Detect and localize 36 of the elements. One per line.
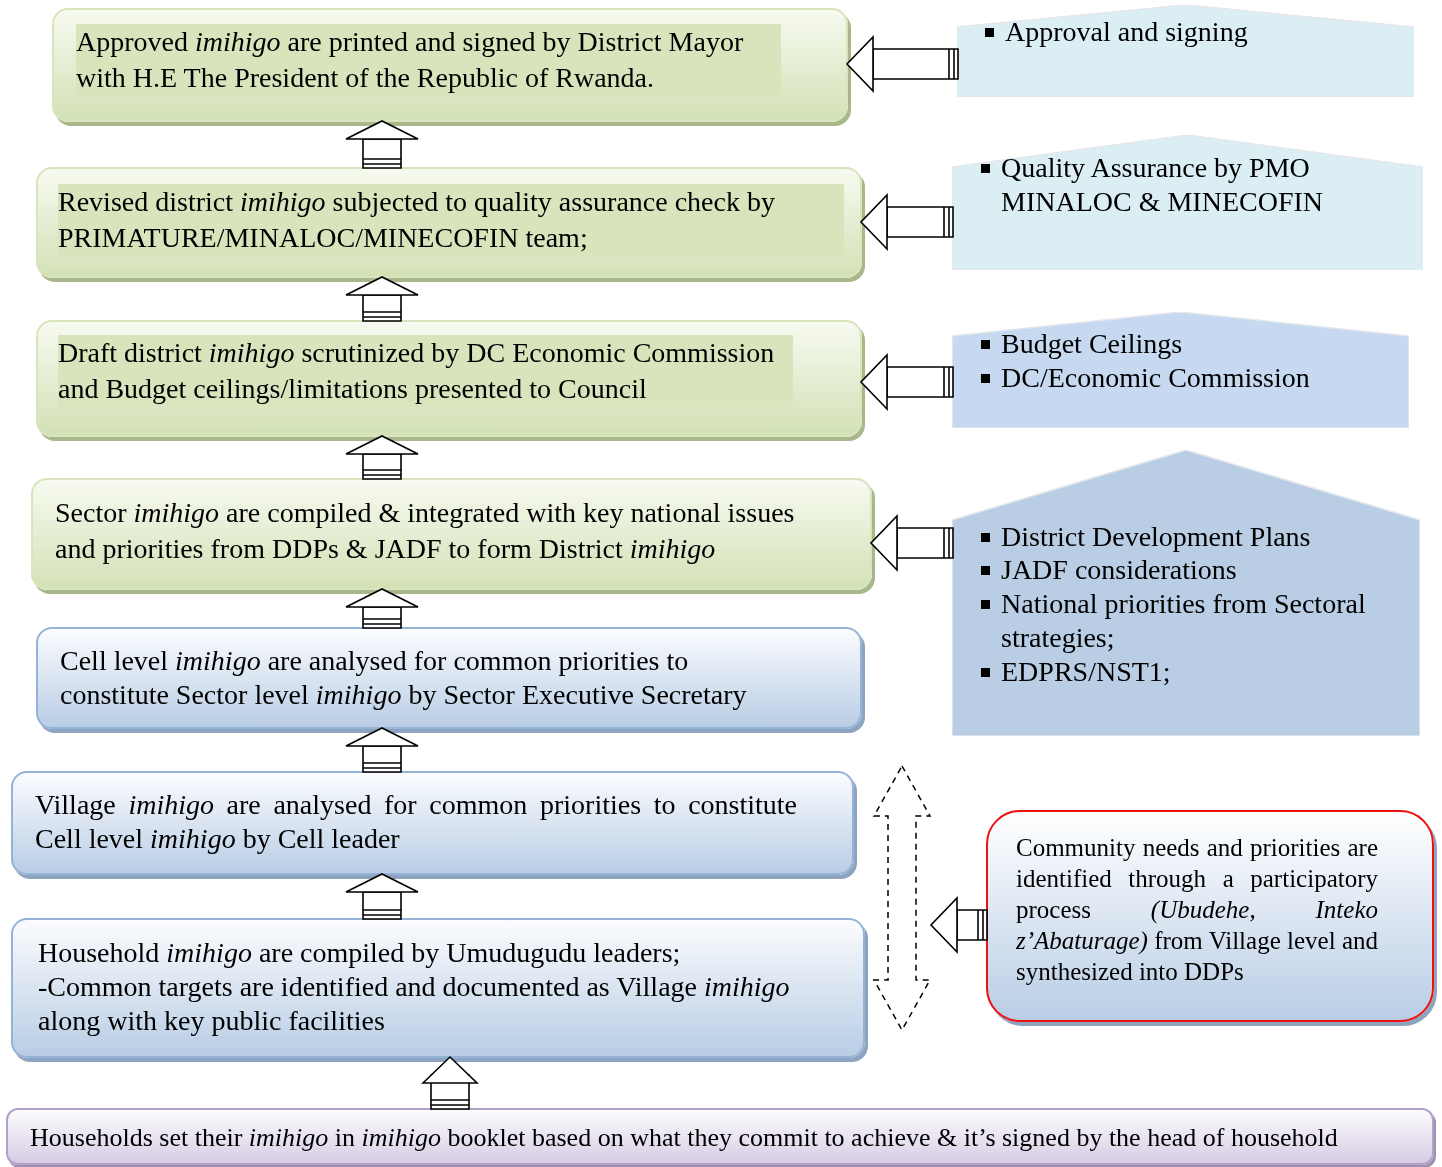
bullet-text: District Development Plans <box>1001 520 1312 554</box>
block-arrow <box>345 276 419 322</box>
bullet-text: National priorities from Sectoral strategies; <box>1001 587 1367 655</box>
box-text: -Common targets are identified and documented as Village imihigo along with key public facilities <box>38 970 791 1038</box>
box-text: Village imihigo are analysed for common priorities to constitute Cell level imihigo by Cell leader <box>35 788 797 856</box>
box-text: Approved imihigo are printed and signed by District Mayor with H.E The President of the Republic of Rwanda. <box>76 24 781 96</box>
block-arrow <box>846 36 959 92</box>
block-arrow <box>345 435 419 480</box>
process-bar <box>6 1108 1434 1165</box>
bullet-text: Quality Assurance by PMO MINALOC & MINECOFIN <box>1001 151 1324 219</box>
pentagon-banner <box>952 135 1423 270</box>
block-arrow <box>345 727 419 773</box>
block-arrow <box>345 873 419 920</box>
bullet-text: DC/Economic Commission <box>1001 361 1311 395</box>
box-text: Household imihigo are compiled by Umudugudu leaders; <box>38 936 682 970</box>
box-text: Community needs and priorities are identified through a participatory process (Ubudehe, Inteko z’Abaturage) from Village level and synthesized into DDPs <box>1016 833 1378 987</box>
dashed-double-arrow <box>872 764 932 1032</box>
box-text: Revised district imihigo subjected to quality assurance check by PRIMATURE/MINALOC/MINECOFIN team; <box>58 184 844 256</box>
bullet-text: Approval and signing <box>1005 15 1249 49</box>
block-arrow <box>345 588 419 629</box>
box-text: Households set their imihigo in imihigo booklet based on what they commit to achieve & it’s signed by the head of household <box>30 1122 1339 1154</box>
pentagon-banner <box>952 450 1420 736</box>
box-text: Sector imihigo are compiled & integrated with key national issues and priorities from DDPs & JADF to form District imihigo <box>55 496 796 566</box>
box-text: Draft district imihigo scrutinized by DC Economic Commission and Budget ceilings/limitations presented to Council <box>58 335 793 407</box>
pentagon-banner <box>957 5 1414 97</box>
block-arrow <box>860 354 954 410</box>
pentagon-banner <box>952 312 1409 428</box>
box-text: Cell level imihigo are analysed for common priorities to constitute Sector level imihigo by Sector Executive Secretary <box>60 644 748 712</box>
block-arrow <box>870 515 954 571</box>
bullet-text: Budget Ceilings <box>1001 327 1184 361</box>
block-arrow <box>422 1056 478 1110</box>
block-arrow <box>860 194 954 250</box>
block-arrow <box>930 897 988 953</box>
bullet-text: JADF considerations <box>1001 553 1238 587</box>
bullet-text: EDPRS/NST1; <box>1001 655 1172 689</box>
block-arrow <box>345 120 419 169</box>
